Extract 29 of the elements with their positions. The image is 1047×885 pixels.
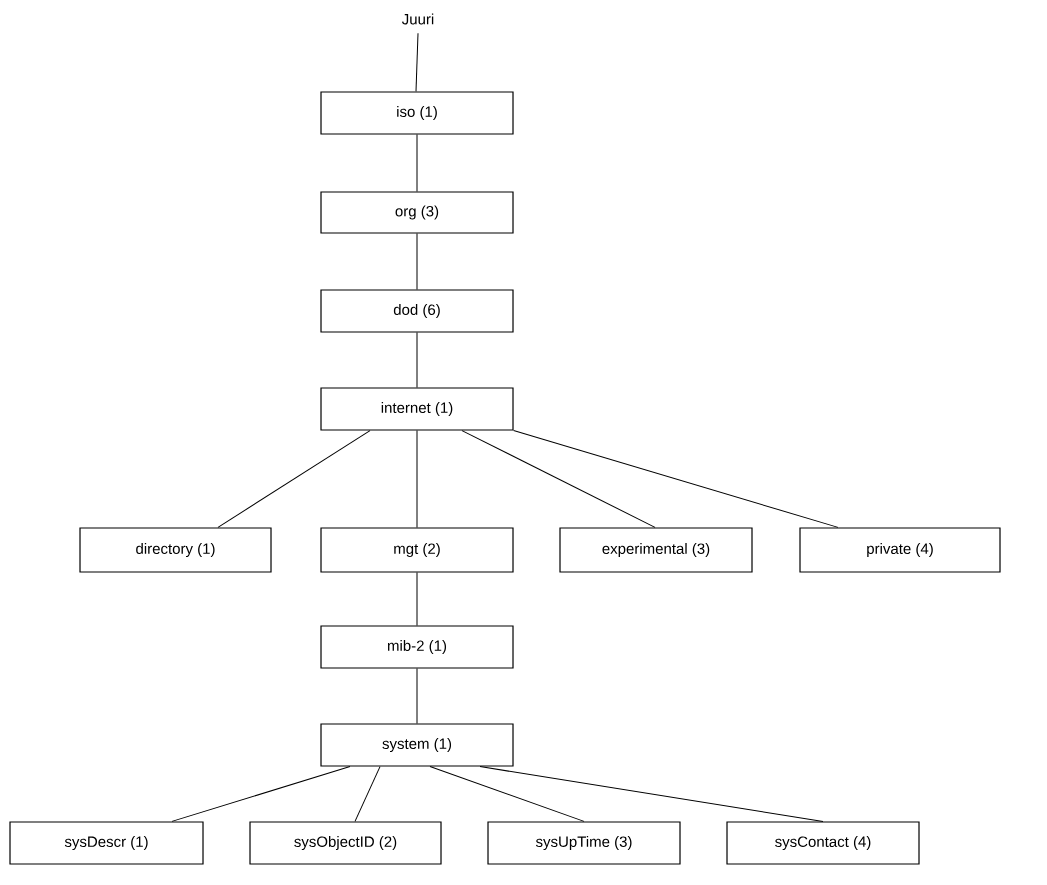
root-label: Juuri [402,13,434,25]
connector-line [354,766,381,822]
connector-line [416,134,418,192]
connector-line [416,332,418,388]
tree-node-box: sysUpTime (3) [487,821,681,865]
connector-line [415,32,419,92]
connector-line [416,668,418,724]
connector-line [416,430,418,528]
tree-node-box: sysDescr (1) [9,821,204,865]
tree-node-box: mgt (2) [320,527,514,573]
connector-line [416,572,418,626]
tree-node-box: sysContact (4) [726,821,920,865]
tree-node-box: internet (1) [320,387,514,431]
tree-node-box: org (3) [320,191,514,234]
tree-node-box: mib-2 (1) [320,625,514,669]
connector-line [479,766,824,822]
tree-node-box: iso (1) [320,91,514,135]
connector-line [416,233,418,290]
tree-node-box: experimental (3) [559,527,753,573]
tree-node-box: system (1) [320,723,514,767]
connector-line [429,766,585,822]
tree-node-box: sysObjectID (2) [249,821,442,865]
connector-line [461,430,656,528]
connector-line [217,430,371,528]
tree-node-box: directory (1) [79,527,272,573]
tree-node-box: dod (6) [320,289,514,333]
connector-line [171,766,351,822]
tree-node-box: private (4) [799,527,1001,573]
connector-line [513,430,839,528]
